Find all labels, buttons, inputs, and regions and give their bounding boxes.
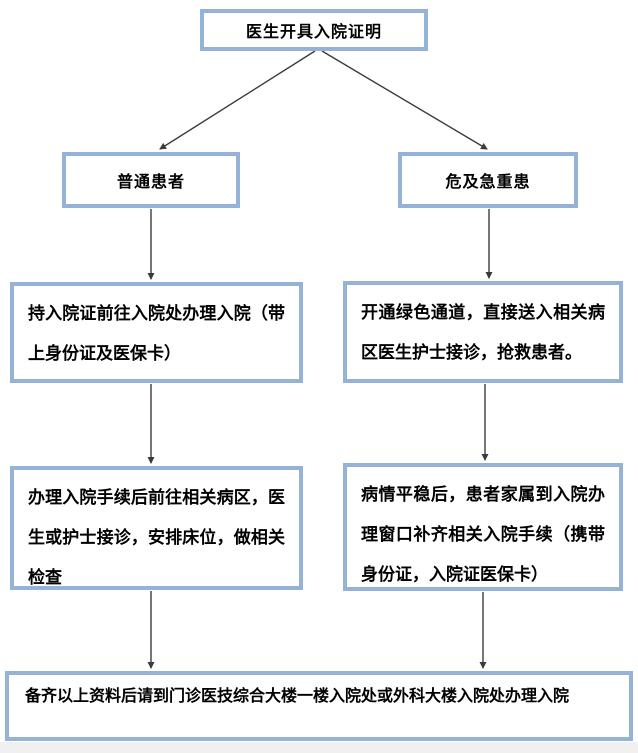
arrow-start-to-right [321, 50, 488, 150]
flow-box-normal-step2-text: 办理入院手续后前往相关病区，医生或护士接诊，安排床位，做相关检查 [28, 488, 285, 587]
flow-box-critical-step2: 病情平稳后，患者家属到入院办理窗口补齐相关入院手续（携带身份证，入院证医保卡） [343, 463, 623, 591]
flow-box-critical-step1: 开通绿色通道，直接送入相关病区医生护士接诊，抢救患者。 [343, 281, 623, 383]
arrow-start-to-left [159, 50, 316, 150]
flow-box-normal-patient-label: 普通患者 [116, 174, 185, 191]
flow-box-critical-step1-text: 开通绿色通道，直接送入相关病区医生护士接诊，抢救患者。 [361, 303, 605, 362]
flow-box-start-label: 医生开具入院证明 [245, 24, 382, 41]
flow-box-critical-step2-text: 病情平稳后，患者家属到入院办理窗口补齐相关入院手续（携带身份证，入院证医保卡） [361, 485, 605, 584]
flow-box-normal-patient: 普通患者 [62, 152, 240, 208]
flow-box-critical-patient-label: 危及急重患 [445, 174, 531, 191]
flow-box-normal-step1-text: 持入院证前往入院处办理入院（带上身份证及医保卡） [28, 304, 285, 363]
flow-box-normal-step1: 持入院证前往入院处办理入院（带上身份证及医保卡） [10, 282, 303, 383]
page-bottom-strip [0, 742, 638, 753]
flow-box-start: 医生开具入院证明 [200, 9, 428, 51]
flow-box-final: 备齐以上资料后请到门诊医技综合大楼一楼入院处或外科大楼入院处办理入院 [5, 671, 633, 741]
flow-box-final-text: 备齐以上资料后请到门诊医技综合大楼一楼入院处或外科大楼入院处办理入院 [25, 688, 570, 705]
flow-box-normal-step2: 办理入院手续后前往相关病区，医生或护士接诊，安排床位，做相关检查 [10, 466, 303, 590]
flow-box-critical-patient: 危及急重患 [398, 152, 578, 208]
